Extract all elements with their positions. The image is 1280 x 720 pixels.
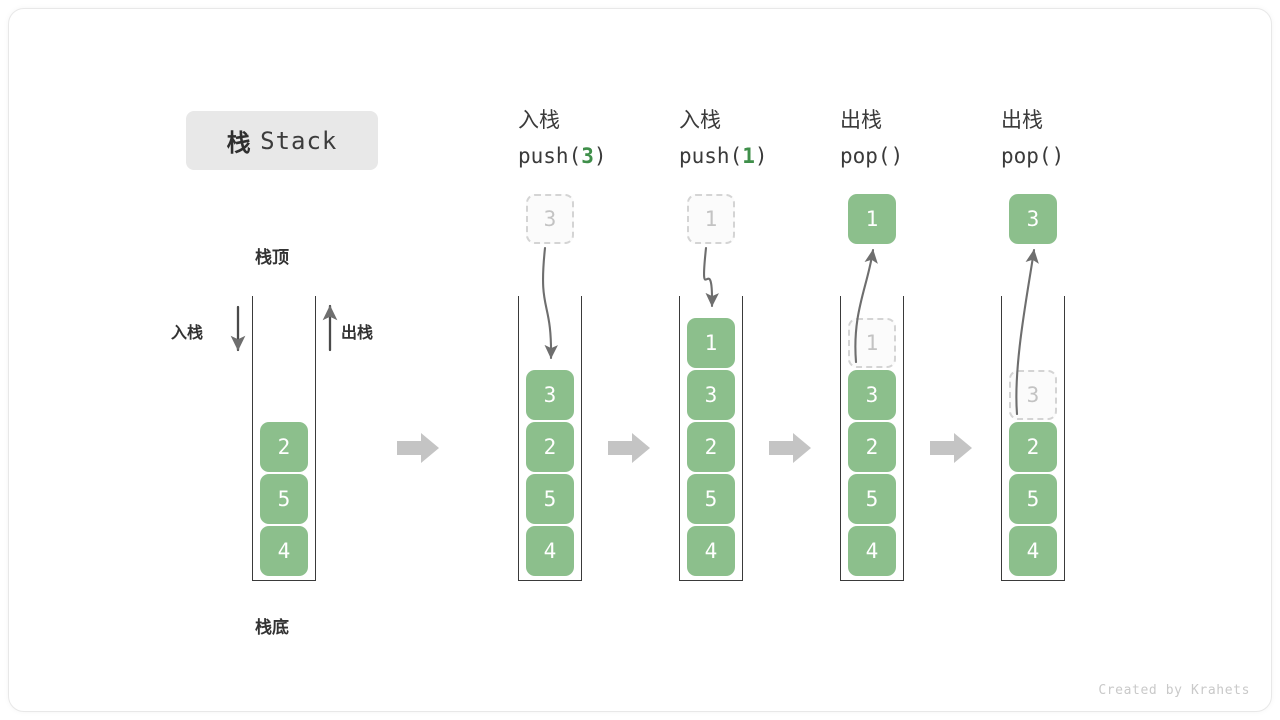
stack-cell: 3 <box>687 370 735 420</box>
stack-wall-left <box>1001 296 1002 580</box>
stack-wall-right <box>903 296 904 580</box>
stack-cell: 5 <box>526 474 574 524</box>
stack-cell: 2 <box>260 422 308 472</box>
stack-floor <box>252 580 316 581</box>
diagram-title-badge: 栈 Stack <box>186 111 378 170</box>
popped-cell: 1 <box>848 194 896 244</box>
stack-cell: 4 <box>526 526 574 576</box>
title-english: Stack <box>260 126 338 155</box>
stack-cell: 2 <box>526 422 574 472</box>
stack-floor <box>679 580 743 581</box>
flow-arrow <box>397 431 439 465</box>
stack-cell: 5 <box>1009 474 1057 524</box>
incoming-cell: 1 <box>687 194 735 244</box>
stack-container-pop-1 <box>840 296 904 581</box>
column-header-title: 入栈 <box>518 108 560 132</box>
stack-wall-left <box>840 296 841 580</box>
stack-cell: 5 <box>687 474 735 524</box>
stack-wall-right <box>1064 296 1065 580</box>
stack-wall-right <box>581 296 582 580</box>
stack-cell: 3 <box>526 370 574 420</box>
column-header-call: pop() <box>840 144 904 168</box>
stack-cell: 2 <box>1009 422 1057 472</box>
stack-cell: 4 <box>687 526 735 576</box>
stack-container-push-3 <box>518 296 582 581</box>
stack-wall-right <box>742 296 743 580</box>
column-header-call: pop() <box>1001 144 1065 168</box>
stack-bottom-label: 栈底 <box>255 618 289 638</box>
stack-container-pop-2 <box>1001 296 1065 581</box>
credit-text: Created by Krahets <box>1098 683 1250 698</box>
stack-cell: 5 <box>260 474 308 524</box>
stack-floor <box>1001 580 1065 581</box>
call-argument: 1 <box>742 144 755 168</box>
stack-cell: 5 <box>848 474 896 524</box>
stack-floor <box>840 580 904 581</box>
stack-cell: 2 <box>848 422 896 472</box>
stack-wall-left <box>518 296 519 580</box>
stack-container-initial <box>252 296 316 581</box>
stack-cell: 1 <box>848 318 896 368</box>
incoming-cell: 3 <box>526 194 574 244</box>
column-header-push-3: 入栈 push(3) <box>518 106 607 172</box>
column-header-call: push(1) <box>679 144 768 168</box>
stack-cell: 4 <box>1009 526 1057 576</box>
column-header-pop-2: 出栈 pop() <box>1001 106 1064 172</box>
column-header-call: push(3) <box>518 144 607 168</box>
stack-cell: 2 <box>687 422 735 472</box>
stack-cell: 1 <box>687 318 735 368</box>
column-header-title: 出栈 <box>1001 108 1043 132</box>
stack-top-label: 栈顶 <box>255 248 289 268</box>
stack-cell: 3 <box>848 370 896 420</box>
push-direction-label: 入栈 <box>171 323 204 342</box>
stack-wall-left <box>679 296 680 580</box>
column-header-push-1: 入栈 push(1) <box>679 106 768 172</box>
call-argument: 3 <box>581 144 594 168</box>
pop-direction-label: 出栈 <box>341 323 374 342</box>
column-header-title: 入栈 <box>679 108 721 132</box>
stack-container-push-1 <box>679 296 743 581</box>
title-chinese: 栈 <box>226 129 252 157</box>
flow-arrow <box>608 431 650 465</box>
stack-wall-right <box>315 296 316 580</box>
stack-floor <box>518 580 582 581</box>
flow-arrow <box>930 431 972 465</box>
stack-wall-left <box>252 296 253 580</box>
popped-cell: 3 <box>1009 194 1057 244</box>
column-header-pop-1: 出栈 pop() <box>840 106 903 172</box>
column-header-title: 出栈 <box>840 108 882 132</box>
flow-arrow <box>769 431 811 465</box>
stack-cell: 3 <box>1009 370 1057 420</box>
stack-cell: 4 <box>260 526 308 576</box>
stack-cell: 4 <box>848 526 896 576</box>
